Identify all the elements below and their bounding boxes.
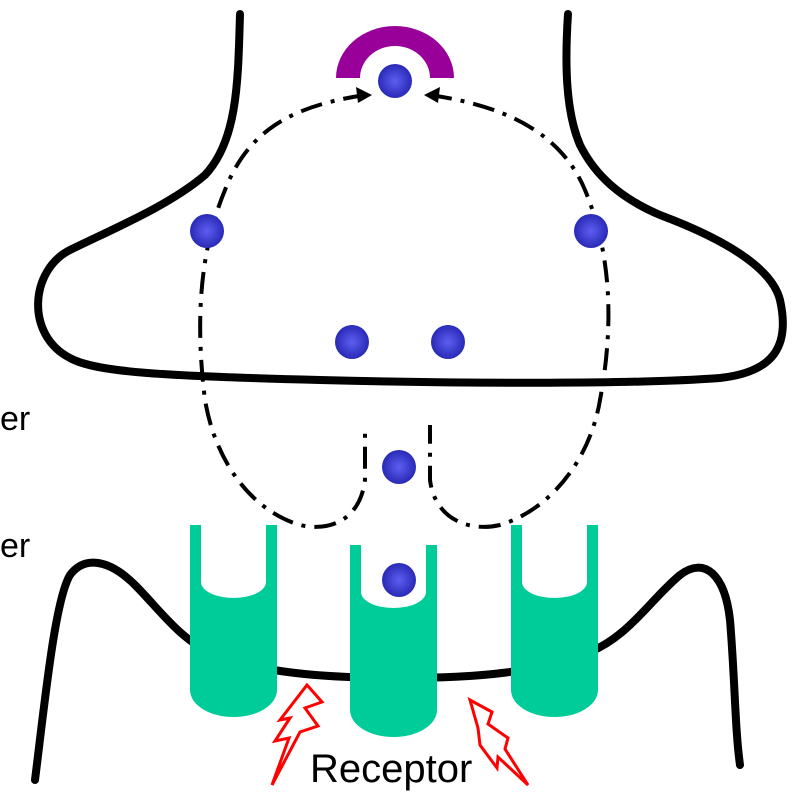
- receptor-channel: [190, 525, 277, 717]
- arrow-head-icon: [424, 87, 440, 103]
- recycling-path: [430, 95, 608, 527]
- lightning-bolt-icon: [470, 700, 528, 785]
- recycling-path: [200, 95, 365, 527]
- receptor-channel: [511, 525, 598, 717]
- neurotransmitter-dot-icon: [190, 214, 224, 248]
- neurotransmitter-dot-icon: [378, 64, 412, 98]
- neurotransmitter-dot-icon: [335, 325, 369, 359]
- presynaptic-membrane: [38, 14, 783, 383]
- neurotransmitter-dot-icon: [574, 214, 608, 248]
- left-label-top: er: [0, 400, 30, 438]
- neurotransmitter-dot-icon: [431, 325, 465, 359]
- neurotransmitter-dot-icon: [382, 563, 416, 597]
- arrow-head-icon: [356, 87, 372, 103]
- neurotransmitter-dot-icon: [382, 450, 416, 484]
- receptor-label: Receptor: [310, 747, 472, 791]
- left-label-bottom: er: [0, 527, 30, 565]
